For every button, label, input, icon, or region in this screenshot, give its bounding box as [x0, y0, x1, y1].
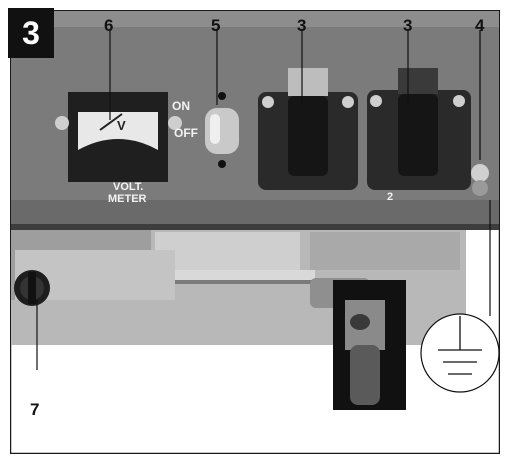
generator-photo: V ON OFF VOLT. METER 2	[10, 10, 500, 454]
callout-lamp: 5	[211, 16, 221, 35]
indicator-lamp	[205, 92, 239, 168]
figure-number-badge: 3	[8, 8, 54, 58]
socket-rating-label: 2	[387, 191, 393, 203]
socket-right	[367, 68, 471, 190]
ground-terminal	[471, 30, 489, 196]
meter-unit-label: V	[117, 118, 126, 133]
callout-socket-left: 3	[297, 16, 307, 35]
callout-socket-right: 3	[403, 16, 413, 35]
voltmeter: V	[55, 92, 182, 182]
callout-ground: 4	[475, 16, 485, 35]
off-label: OFF	[174, 126, 198, 140]
ground-symbol-icon	[420, 313, 500, 393]
on-label: ON	[172, 99, 190, 113]
socket-left	[258, 68, 358, 190]
callout-fuel-cap: 7	[30, 400, 40, 419]
volt-label: VOLT.	[113, 181, 143, 193]
fuel-cap	[14, 270, 50, 306]
callout-meter: 6	[104, 16, 114, 35]
meter-label: METER	[108, 193, 147, 205]
